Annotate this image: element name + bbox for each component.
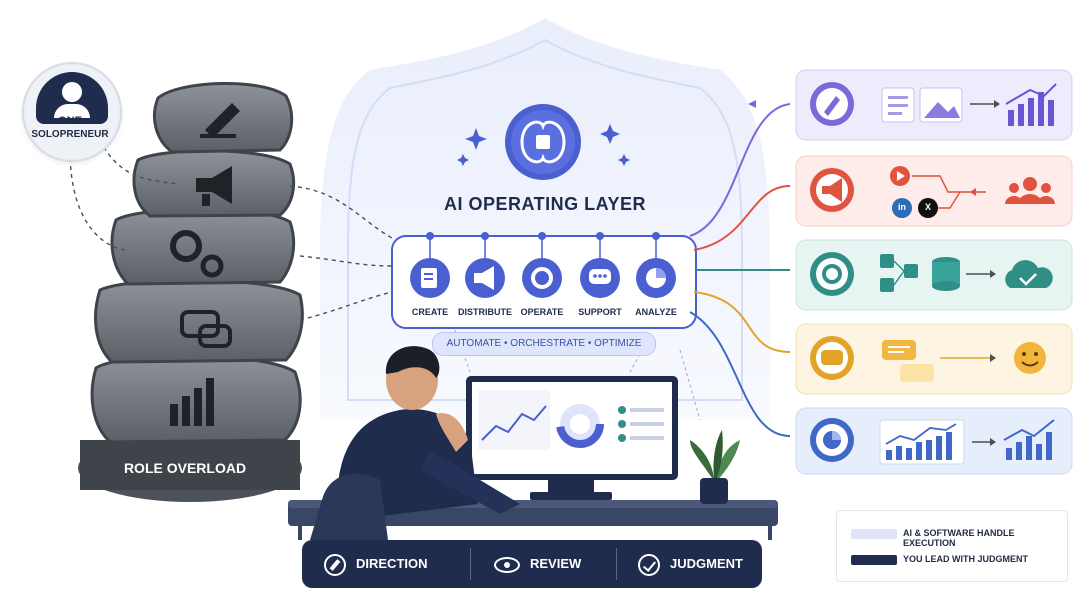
function-panel	[391, 232, 697, 329]
megaphone-icon	[474, 266, 494, 290]
leadership-bar: DIRECTION REVIEW JUDGMENT	[302, 540, 762, 588]
x-label: X	[924, 202, 931, 212]
bar-label-judgment: JUDGMENT	[670, 556, 743, 571]
x-icon	[918, 198, 938, 218]
users-icon	[1005, 177, 1055, 204]
solopreneur-badge	[22, 62, 122, 162]
bar-label-review: REVIEW	[530, 556, 582, 571]
bar-label-direction: DIRECTION	[356, 556, 428, 571]
chat-icon	[180, 310, 232, 348]
function-label-analyze: ANALYZE	[635, 307, 677, 317]
image-icon	[924, 102, 960, 118]
output-card-4	[795, 323, 1073, 395]
output-card-3	[795, 239, 1073, 311]
megaphone-icon	[822, 178, 842, 202]
megaphone-icon	[196, 166, 232, 206]
legend-label-ai: AI & SOFTWARE HANDLE EXECUTION	[903, 528, 1015, 548]
pencil-icon	[200, 103, 240, 138]
user-icon	[36, 72, 108, 124]
function-label-support: SUPPORT	[578, 307, 622, 317]
linkedin-icon	[892, 198, 912, 218]
legend-swatch-you	[851, 555, 897, 565]
input-connectors	[69, 139, 393, 321]
gear-icon	[822, 264, 842, 284]
compass-icon	[324, 553, 346, 576]
bar-item-direction: DIRECTION	[324, 540, 428, 588]
ai-layer-title: AI OPERATING LAYER	[443, 194, 647, 214]
bar-divider	[616, 548, 617, 580]
cloud-check-icon	[1005, 260, 1053, 288]
solopreneur-line2: SOLOPRENEUR	[31, 129, 109, 140]
shield-backdrop	[320, 18, 770, 420]
monitor	[466, 376, 678, 500]
message-icon	[882, 340, 916, 360]
bar-chart-icon	[170, 378, 214, 426]
output-card-5	[795, 407, 1073, 475]
database-icon	[932, 257, 960, 291]
bar-item-judgment: JUDGMENT	[638, 540, 743, 588]
pencil-icon	[824, 96, 840, 116]
chat-icon	[821, 350, 843, 365]
gears-icon	[170, 230, 224, 278]
tagline-pill: AUTOMATE • ORCHESTRATE • OPTIMIZE	[432, 332, 656, 356]
flow-icon	[880, 254, 918, 292]
output-card-2	[795, 155, 1073, 227]
sparkle-icons	[457, 124, 630, 166]
output-card-1	[795, 69, 1073, 141]
function-label-distribute: DISTRIBUTE	[458, 307, 512, 317]
rock-stack	[78, 82, 304, 502]
legend: AI & SOFTWARE HANDLE EXECUTION YOU LEAD …	[836, 510, 1068, 582]
eye-icon	[494, 556, 520, 573]
legend-swatch-ai	[851, 529, 897, 539]
linkedin-label: in	[898, 202, 906, 212]
brain-chip-icon	[505, 104, 581, 180]
document-pencil-icon	[421, 268, 437, 288]
smiley-icon	[1014, 342, 1046, 374]
pie-chart-icon	[646, 268, 666, 288]
bar-divider	[470, 548, 471, 580]
output-arcs	[689, 100, 791, 437]
plant	[690, 430, 740, 504]
stack-label: ROLE OVERLOAD	[123, 460, 247, 476]
chat-icon	[589, 269, 611, 284]
function-label-create: CREATE	[411, 307, 449, 317]
bar-item-review: REVIEW	[494, 540, 581, 588]
gear-icon	[531, 267, 553, 289]
solopreneur-line1: ONE	[58, 115, 82, 127]
growth-chart-icon	[1006, 432, 1052, 460]
function-label-operate: OPERATE	[520, 307, 564, 317]
person	[310, 346, 520, 540]
legend-label-you: YOU LEAD WITH JUDGMENT	[903, 554, 1028, 564]
check-circle-icon	[638, 553, 660, 576]
